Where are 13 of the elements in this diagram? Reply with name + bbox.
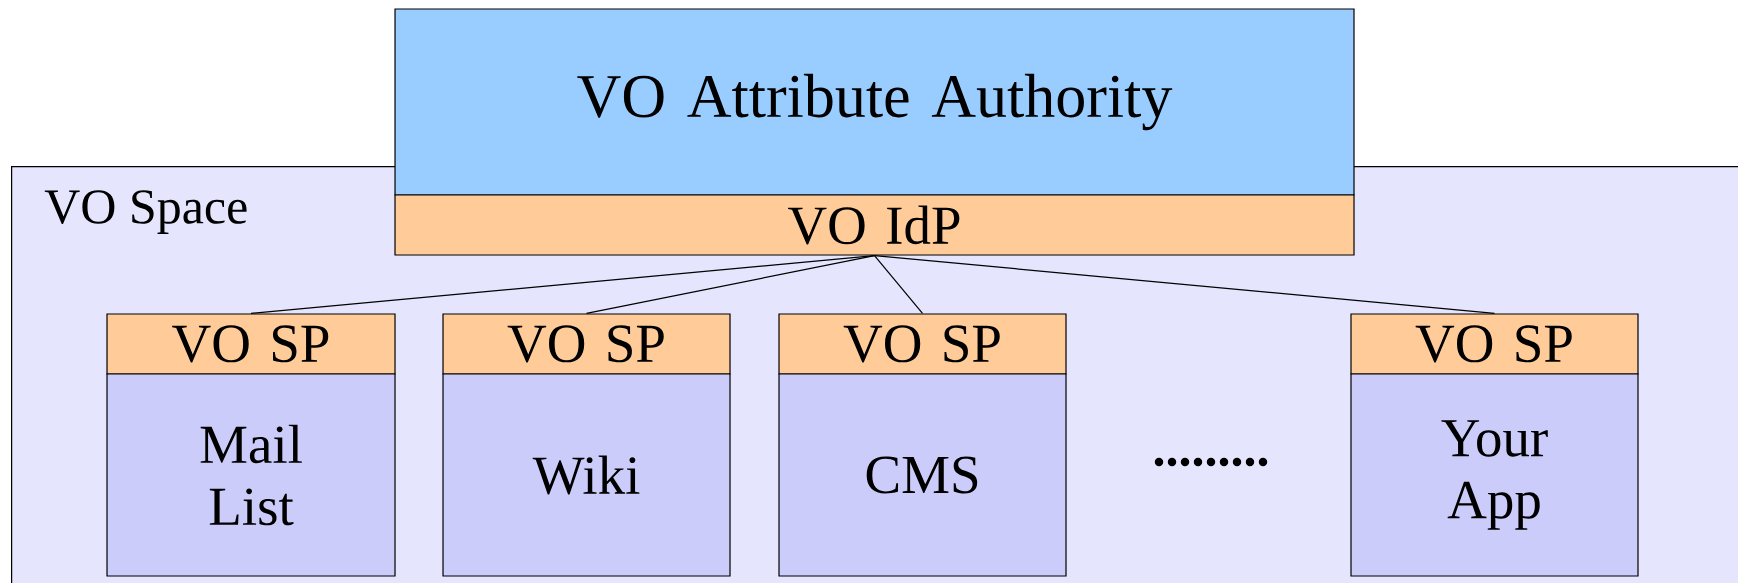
app-box: Your App: [1350, 373, 1639, 577]
connector-line: [873, 255, 924, 314]
sp-header: VO SP: [1350, 313, 1639, 375]
ellipsis-dots: .........: [1154, 457, 1268, 467]
sp-header: VO SP: [106, 313, 396, 375]
app-box: Wiki: [442, 373, 731, 577]
app-box: Mail List: [106, 373, 396, 577]
connector-line: [873, 255, 1496, 314]
sp-header: VO SP: [442, 313, 731, 375]
app-box: CMS: [778, 373, 1067, 577]
connector-line: [585, 255, 876, 314]
sp-header: VO SP: [778, 313, 1067, 375]
authority-box: VO Attribute Authority: [394, 8, 1355, 196]
